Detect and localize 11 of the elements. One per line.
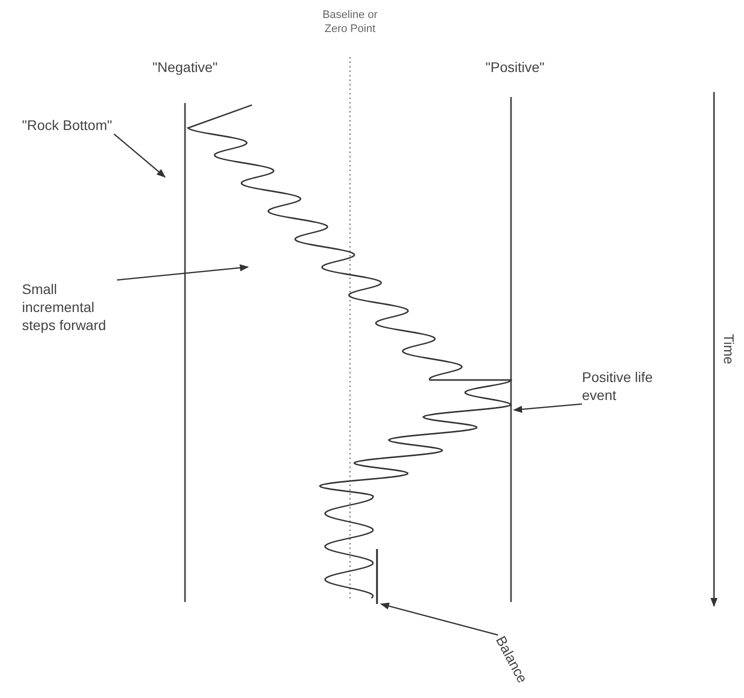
axis-label: Time: [720, 332, 738, 366]
annotation-text: "Rock Bottom": [22, 116, 114, 134]
column-heading: "Positive": [484, 58, 546, 76]
annotation-text: Small incremental steps forward: [22, 280, 117, 334]
column-heading: "Negative": [151, 58, 219, 76]
leader-arrow: [380, 602, 498, 636]
leader-arrow: [114, 134, 166, 178]
leader-arrow: [116, 264, 249, 281]
annotation-text: Positive life event: [582, 368, 687, 404]
baseline-label: Baseline or Zero Point: [321, 8, 379, 36]
leader-arrow: [513, 403, 582, 413]
